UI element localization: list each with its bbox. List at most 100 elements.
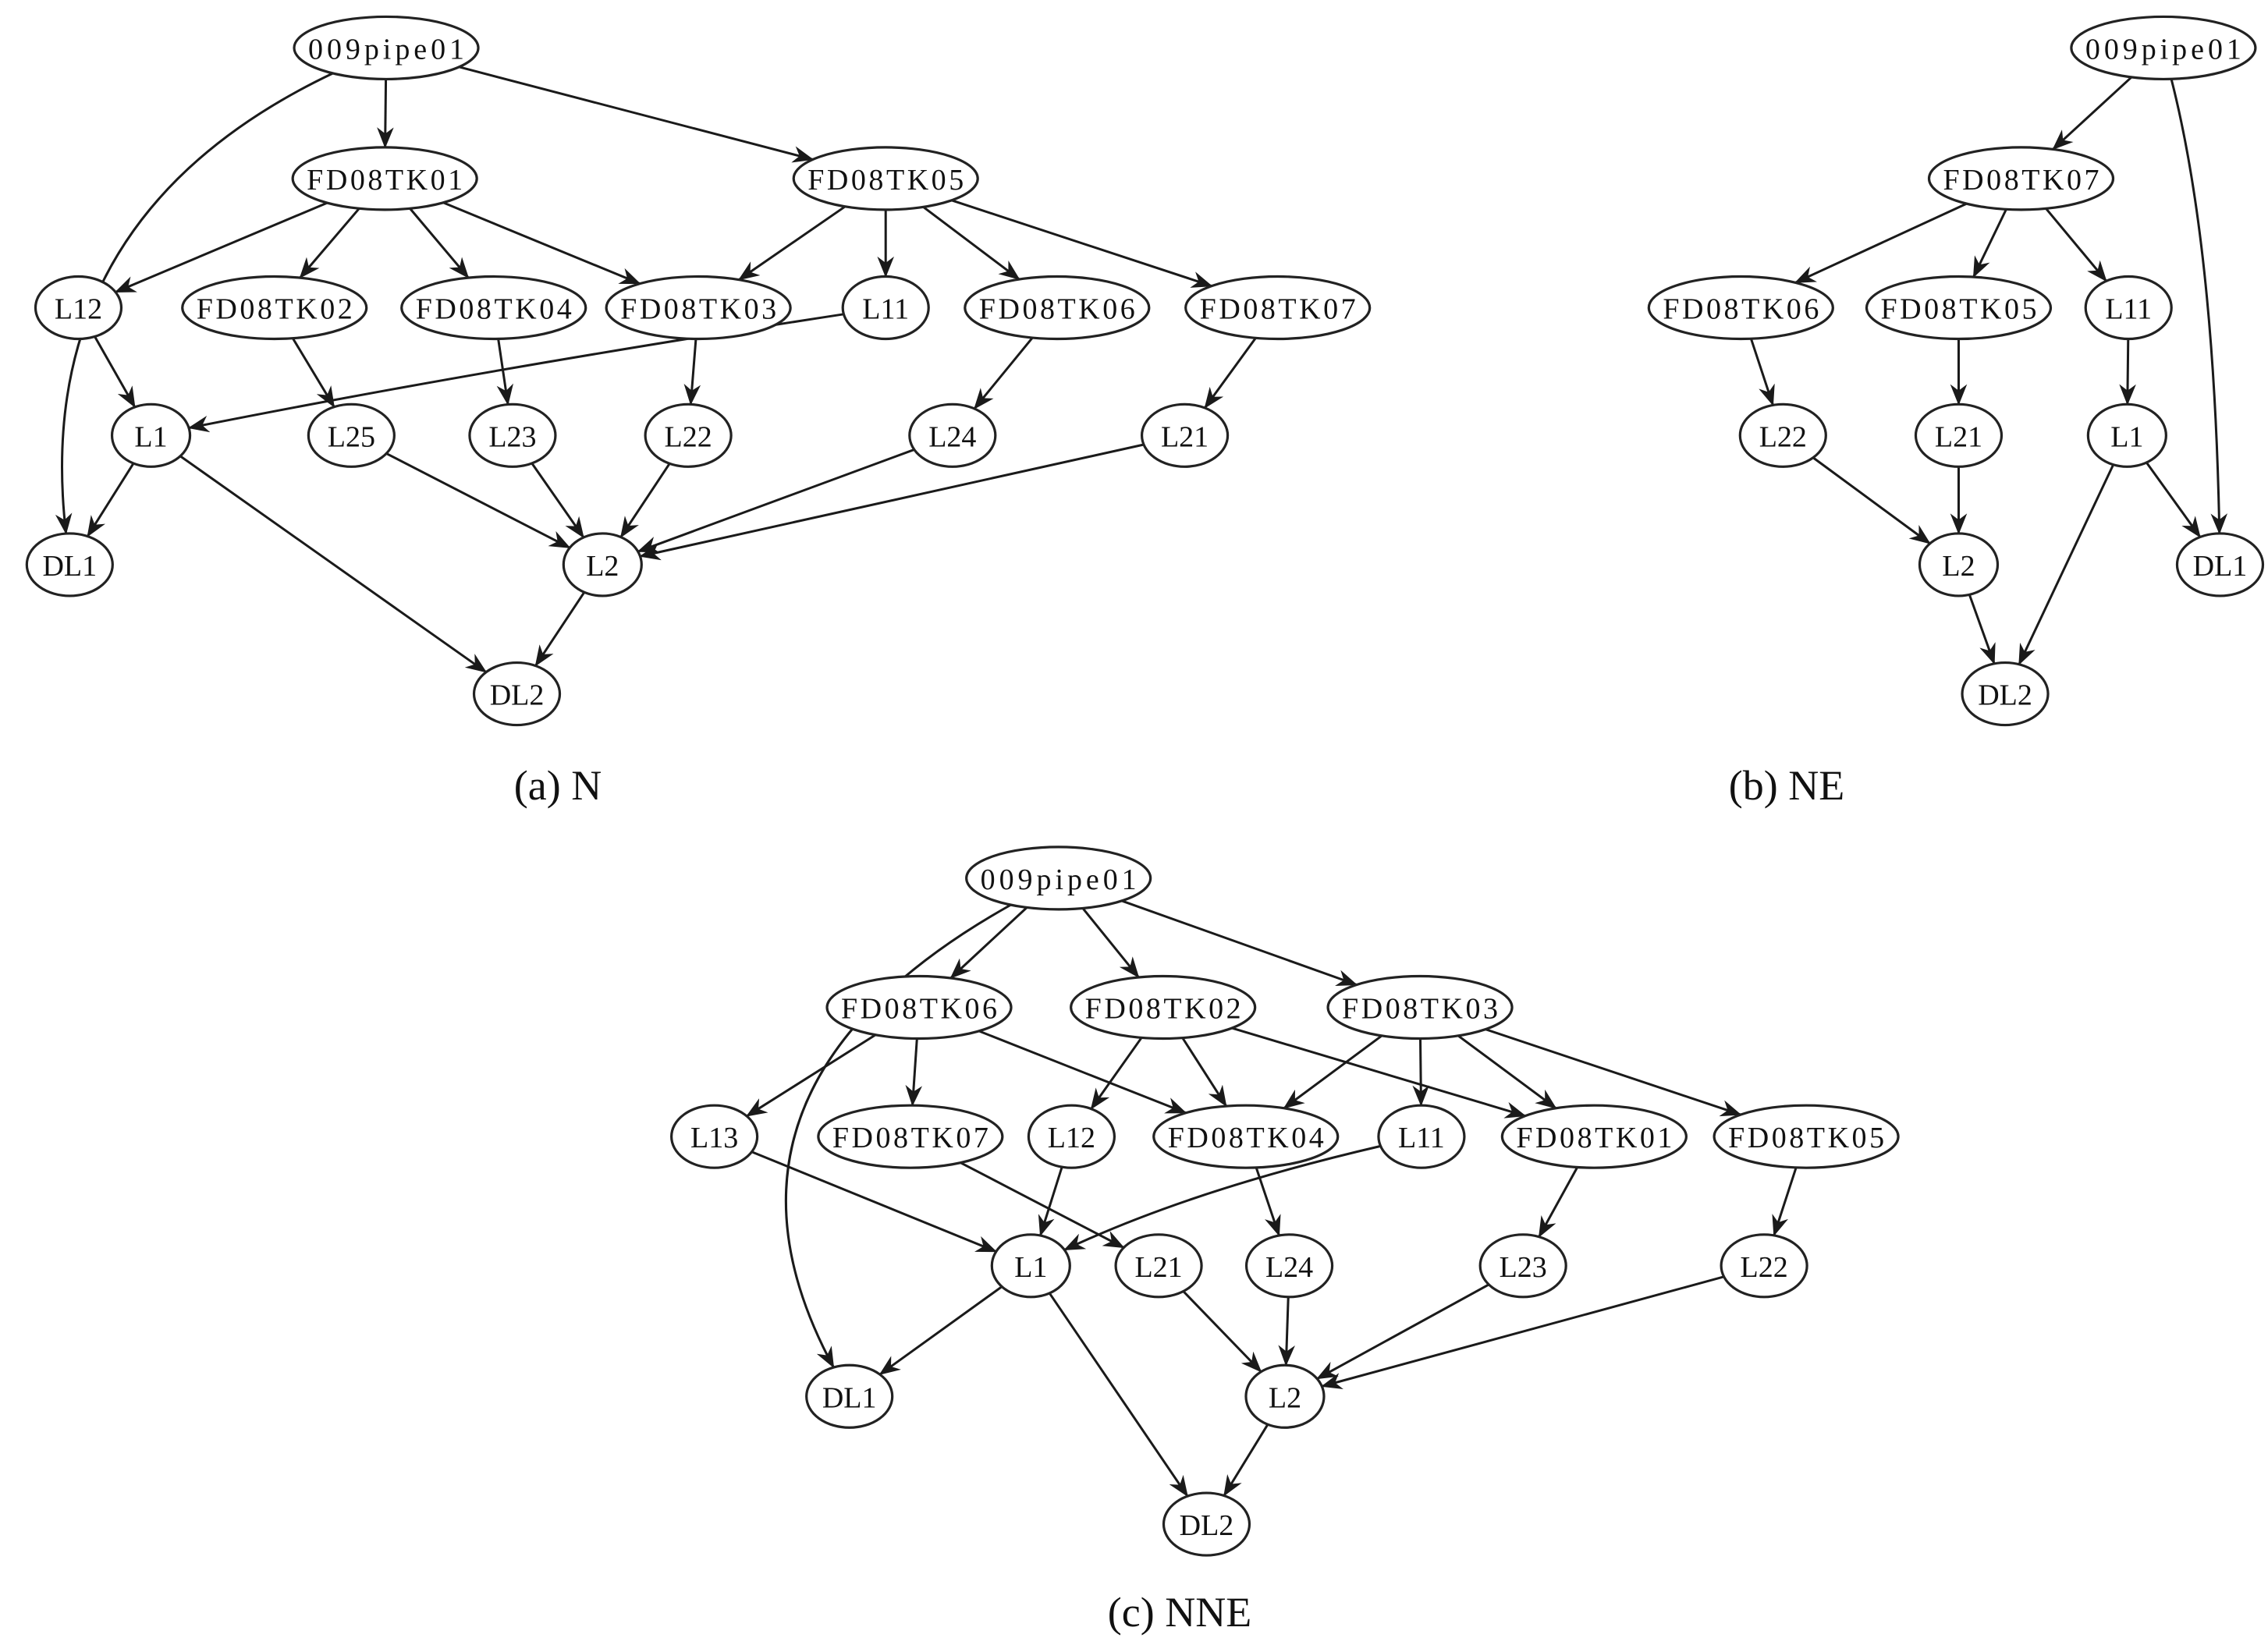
node-label: FD08TK07 <box>832 1122 988 1154</box>
node-a-fd08tk03: FD08TK03 <box>605 275 792 341</box>
node-ellipse <box>1865 275 2053 341</box>
node-label: DL1 <box>822 1381 877 1414</box>
node-ellipse <box>841 275 930 341</box>
edge-a-fd08tk01-to-fd08tk04 <box>409 207 470 279</box>
node-ellipse <box>1152 1104 1340 1169</box>
node-ellipse <box>1326 974 1514 1041</box>
node-ellipse <box>1647 275 1834 341</box>
edge-a-l23-to-l2 <box>531 463 585 539</box>
edge-c-fd08tk06-to-fd08tk07 <box>905 1038 923 1107</box>
edge-b-fd08tk07-to-l11 <box>2045 207 2107 282</box>
edge-c-fd08tk03-to-fd08tk01 <box>1457 1034 1557 1109</box>
node-ellipse <box>1377 1104 1466 1169</box>
edge-c-fd08tk03-to-fd08tk05 <box>1485 1028 1742 1117</box>
node-label: L11 <box>2105 293 2152 326</box>
node-ellipse <box>25 532 114 597</box>
node-ellipse <box>34 275 123 341</box>
node-b-l2: L2 <box>1918 532 2000 597</box>
node-label: L23 <box>488 420 536 453</box>
node-ellipse <box>1713 1104 1900 1169</box>
node-ellipse <box>964 275 1151 341</box>
edge-b-l1-to-dl2 <box>2018 464 2115 665</box>
edge-a-009pipe01-to-dl1 <box>55 72 334 535</box>
edge-c-fd08tk02-to-fd08tk04 <box>1181 1037 1227 1108</box>
node-ellipse <box>2084 275 2173 341</box>
edge-a-l1-to-dl2 <box>179 455 488 673</box>
node-c-l23: L23 <box>1478 1233 1567 1299</box>
node-label: L12 <box>55 293 102 326</box>
node-ellipse <box>644 402 733 468</box>
node-c-fd08tk03: FD08TK03 <box>1326 974 1514 1041</box>
node-label: FD08TK06 <box>1663 293 1819 326</box>
node-label: L2 <box>1269 1381 1301 1414</box>
edge-a-fd08tk04-to-l23 <box>496 339 513 406</box>
node-ellipse <box>293 15 480 81</box>
edge-a-009pipe01-to-fd08tk05 <box>459 66 815 163</box>
node-label: FD08TK06 <box>979 293 1135 326</box>
edge-a-fd08tk03-to-l22 <box>683 339 701 406</box>
edge-a-fd08tk07-to-l21 <box>1204 337 1257 409</box>
node-c-l24: L24 <box>1244 1233 1334 1299</box>
node-label: L23 <box>1500 1251 1547 1284</box>
edge-a-fd08tk05-to-fd08tk07 <box>951 199 1213 288</box>
edge-c-l1-to-dl1 <box>878 1285 1003 1376</box>
node-ellipse <box>1244 1363 1326 1429</box>
node-label: L25 <box>328 420 375 453</box>
node-c-fd08tk04: FD08TK04 <box>1152 1104 1340 1169</box>
node-ellipse <box>825 974 1013 1041</box>
node-c-l12: L12 <box>1027 1104 1116 1169</box>
node-b-dl2: DL2 <box>1961 661 2050 727</box>
node-label: L21 <box>1134 1251 1182 1284</box>
node-a-l12: L12 <box>34 275 123 341</box>
edge-a-fd08tk05-to-fd08tk06 <box>922 206 1020 281</box>
edge-b-l1-to-dl1 <box>2146 462 2202 538</box>
node-label: FD08TK04 <box>416 293 572 326</box>
edge-c-l13-to-l1 <box>751 1150 998 1253</box>
edge-c-l2-to-dl2 <box>1223 1423 1269 1497</box>
node-label: L1 <box>1014 1251 1047 1284</box>
node-ellipse <box>468 402 557 468</box>
node-label: DL2 <box>490 679 545 712</box>
node-ellipse <box>2070 15 2257 81</box>
edge-c-l12-to-l1 <box>1038 1166 1063 1237</box>
edge-b-fd08tk07-to-fd08tk05 <box>1972 208 2007 278</box>
node-a-fd08tk01: FD08TK01 <box>291 146 478 211</box>
edge-a-l1-to-dl1 <box>86 463 135 537</box>
node-a-l24: L24 <box>908 402 997 468</box>
edge-c-fd08tk07-to-l21 <box>960 1161 1125 1249</box>
node-a-l22: L22 <box>644 402 733 468</box>
node-label: FD08TK01 <box>307 164 463 197</box>
node-c-009pipe01: 009pipe01 <box>965 846 1152 911</box>
edge-c-009pipe01-to-fd08tk06 <box>949 906 1028 980</box>
node-label: L11 <box>1398 1122 1445 1154</box>
node-c-fd08tk06: FD08TK06 <box>825 974 1013 1041</box>
edge-c-fd08tk02-to-l12 <box>1090 1037 1143 1110</box>
node-label: L1 <box>2110 420 2143 453</box>
edge-a-l25-to-l2 <box>385 452 571 549</box>
node-a-l25: L25 <box>307 402 396 468</box>
edge-c-l11-to-l1 <box>1063 1144 1381 1251</box>
node-label: 009pipe01 <box>2085 33 2241 66</box>
edge-c-009pipe01-to-dl1 <box>784 903 1012 1369</box>
node-label: L21 <box>1935 420 1982 453</box>
node-b-009pipe01: 009pipe01 <box>2070 15 2257 81</box>
node-ellipse <box>1162 1491 1251 1557</box>
caption-panel-a: (a) N <box>514 762 602 809</box>
node-ellipse <box>1027 1104 1116 1169</box>
edge-c-l1-to-dl2 <box>1048 1292 1189 1498</box>
edge-c-009pipe01-to-fd08tk03 <box>1121 899 1358 987</box>
node-ellipse <box>1114 1233 1203 1299</box>
node-ellipse <box>670 1104 759 1169</box>
node-a-l21: L21 <box>1140 402 1230 468</box>
node-ellipse <box>1500 1104 1688 1169</box>
node-ellipse <box>1478 1233 1567 1299</box>
node-ellipse <box>291 146 478 211</box>
node-ellipse <box>2175 532 2265 597</box>
node-label: L11 <box>862 293 909 326</box>
node-ellipse <box>2086 402 2167 468</box>
edge-a-l22-to-l2 <box>619 463 671 538</box>
node-b-fd08tk06: FD08TK06 <box>1647 275 1834 341</box>
node-ellipse <box>965 846 1152 911</box>
